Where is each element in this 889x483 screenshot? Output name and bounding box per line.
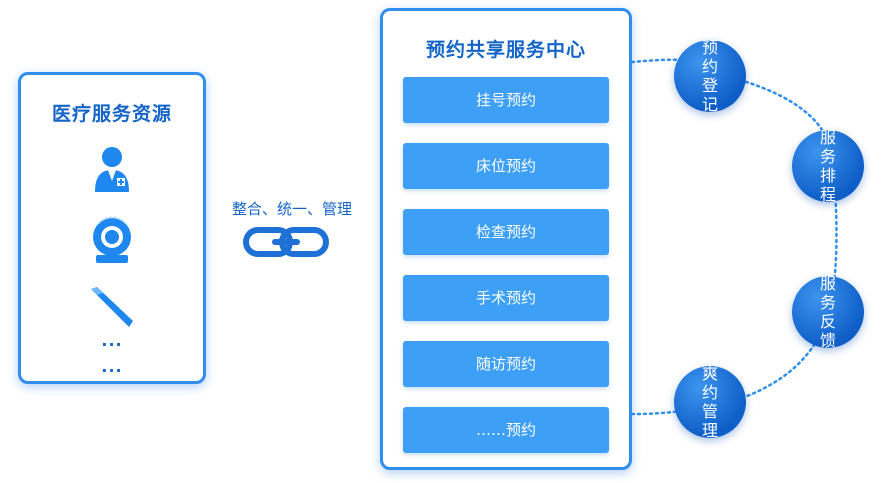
booking-center-panel: 预约共享服务中心 挂号预约 床位预约 检查预约 手术预约 随访预约 ……预约 (380, 8, 632, 470)
more-resources-ellipsis: ... (101, 331, 123, 350)
medical-resources-panel: 医疗服务资源 ... ... (18, 72, 206, 384)
surgery-booking: 手术预约 (403, 275, 609, 321)
exam-booking: 检查预约 (403, 209, 609, 255)
step-label: 爽约管理 (701, 364, 718, 440)
step-no-show-management: 爽约管理 (674, 364, 746, 440)
registration-booking: 挂号预约 (403, 77, 609, 123)
step-label: 服务反馈 (819, 274, 836, 350)
step-service-scheduling: 服务排程 (792, 128, 864, 204)
step-label: 预约登记 (701, 38, 718, 114)
step-booking-registration: 预约登记 (674, 38, 746, 114)
cycle-arc (738, 78, 838, 400)
followup-booking: 随访预约 (403, 341, 609, 387)
step-label: 服务排程 (819, 128, 836, 204)
integration-label: 整合、统一、管理 (231, 200, 352, 218)
scalpel-icon (91, 287, 133, 327)
more-resources-ellipsis-2: ... (101, 357, 123, 376)
other-booking: ……预约 (403, 407, 609, 453)
step-service-feedback: 服务反馈 (792, 274, 864, 350)
ct-scanner-icon (93, 216, 131, 263)
doctor-icon (95, 147, 129, 192)
bed-booking: 床位预约 (403, 143, 609, 189)
booking-center-title: 预约共享服务中心 (425, 39, 586, 61)
medical-resources-title: 医疗服务资源 (51, 103, 172, 125)
chain-link-icon (243, 227, 329, 257)
